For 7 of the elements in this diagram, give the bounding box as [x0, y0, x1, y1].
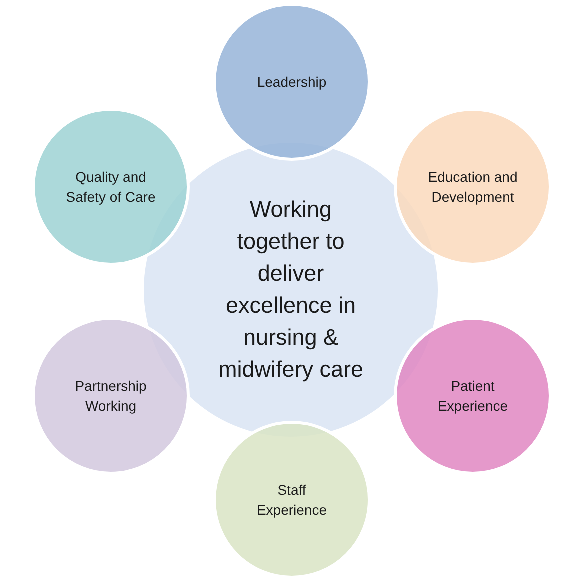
- topic-label: Quality and Safety of Care: [65, 168, 157, 207]
- topic-label: Partnership Working: [74, 377, 148, 416]
- center-text: Working together to deliver excellence in nursing & midwifery care: [217, 196, 365, 384]
- topic-label: Staff Experience: [256, 481, 328, 520]
- topic-label: Leadership: [257, 73, 327, 92]
- topic-label: Patient Experience: [436, 377, 510, 416]
- topic-label: Education and Development: [427, 168, 519, 207]
